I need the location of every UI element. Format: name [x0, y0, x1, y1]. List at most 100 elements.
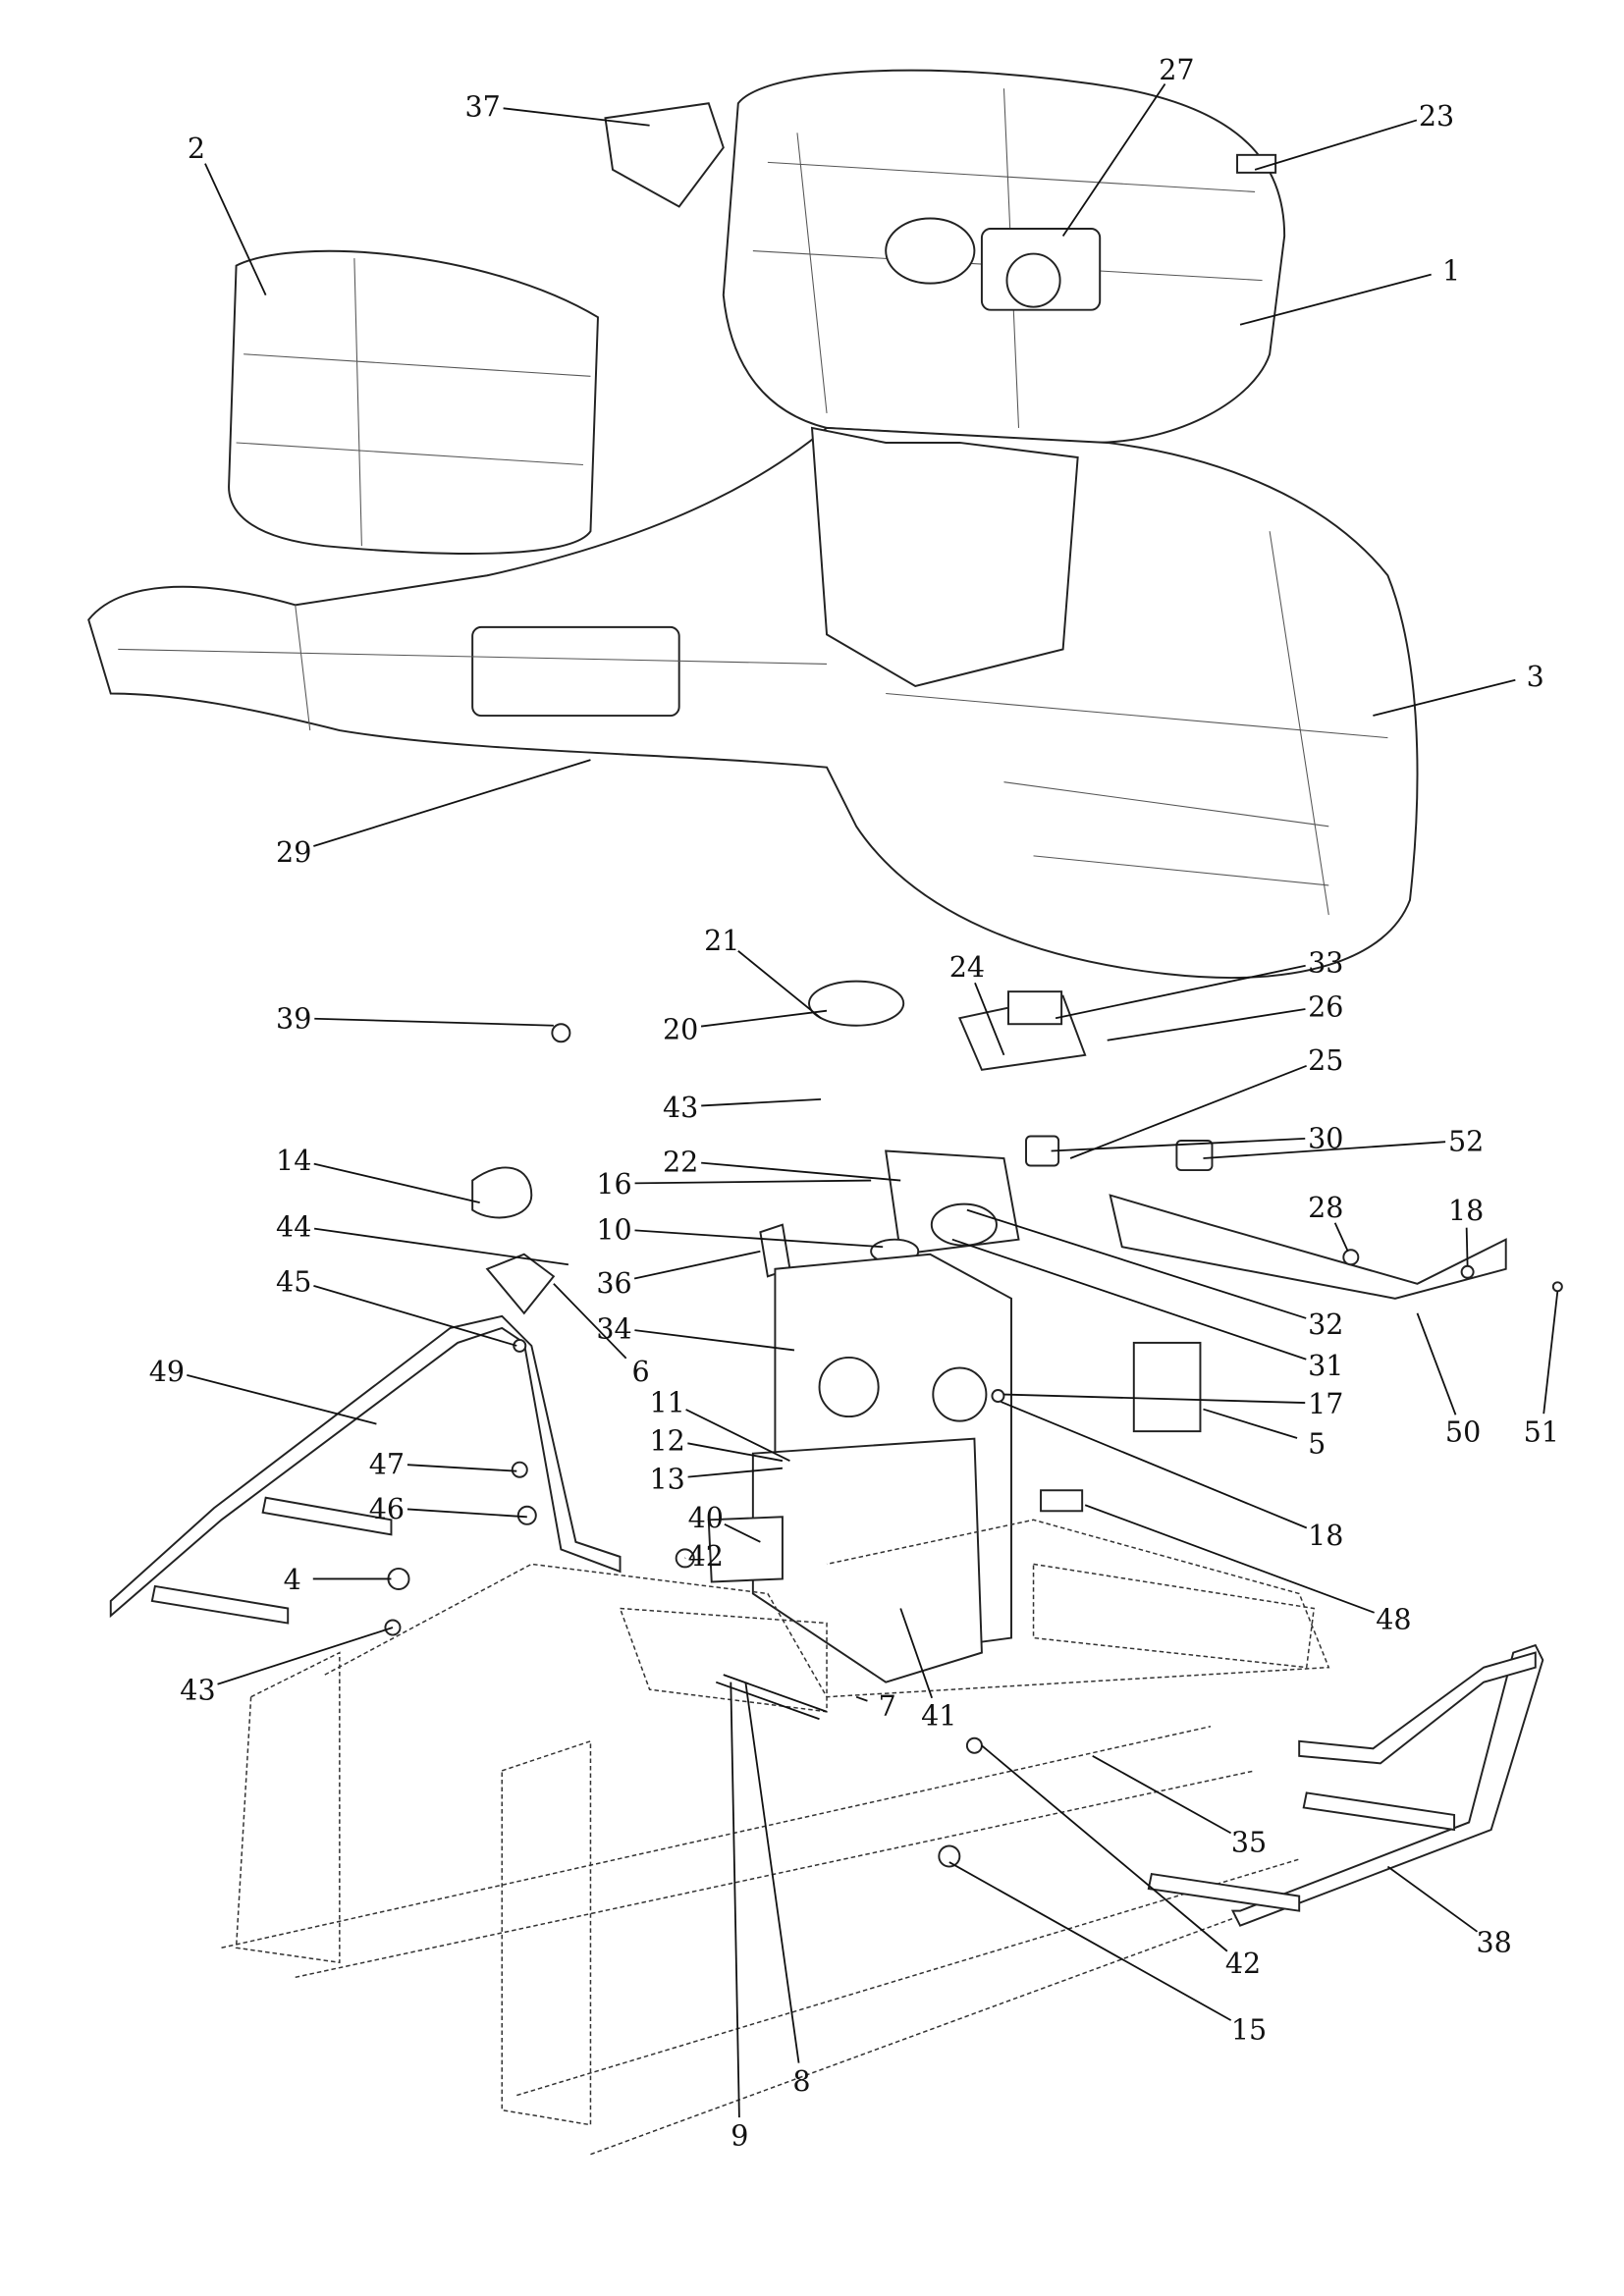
callout-45: 45	[276, 1264, 311, 1298]
part-bar-38	[1147, 1643, 1544, 1927]
leader-line	[981, 1744, 1228, 1952]
callout-39: 39	[276, 1002, 311, 1036]
callout-25: 25	[1308, 1043, 1343, 1077]
callout-46: 46	[369, 1492, 405, 1525]
callout-3: 3	[1527, 660, 1544, 693]
leader-line	[1051, 1137, 1306, 1152]
leader-line	[634, 1329, 795, 1352]
callout-8: 8	[792, 2064, 810, 2098]
callout-38: 38	[1477, 1926, 1512, 1959]
callout-44: 44	[276, 1210, 311, 1244]
leader-line	[1254, 119, 1418, 171]
callout-36: 36	[596, 1266, 631, 1300]
leader-line	[313, 1227, 569, 1266]
leader-line	[503, 107, 650, 127]
callout-1: 1	[1442, 254, 1460, 288]
callout-41: 41	[921, 1698, 956, 1732]
callout-14: 14	[276, 1144, 311, 1177]
callout-43: 43	[663, 1091, 698, 1124]
leader-line	[1333, 1222, 1349, 1253]
leader-line	[948, 1861, 1232, 2021]
leader-line	[1001, 1401, 1308, 1529]
leader-line	[314, 1017, 554, 1027]
callout-27: 27	[1159, 53, 1194, 86]
leader-line	[724, 1523, 761, 1543]
leader-line	[1465, 1227, 1469, 1266]
leader-line	[1203, 1408, 1298, 1439]
leader-line	[966, 1208, 1307, 1319]
part-control-plate-37	[604, 102, 725, 208]
callout-22: 22	[663, 1146, 698, 1179]
leader-line	[1543, 1291, 1559, 1415]
leader-line	[1107, 1008, 1306, 1041]
callout-12: 12	[649, 1424, 684, 1458]
leader-line	[1069, 1064, 1307, 1159]
part-body-pan-3	[87, 426, 1419, 979]
callout-15: 15	[1231, 2012, 1267, 2046]
leader-line	[553, 1283, 627, 1360]
callout-10: 10	[596, 1213, 631, 1247]
part-bar-49	[109, 1314, 622, 1625]
leader-line	[687, 1467, 784, 1478]
callout-13: 13	[649, 1463, 684, 1496]
callout-9: 9	[731, 2119, 748, 2153]
leader-line	[1239, 273, 1432, 326]
callout-40: 40	[688, 1501, 724, 1534]
callout-24: 24	[949, 950, 985, 984]
leader-line	[313, 1162, 480, 1203]
callout-32: 32	[1308, 1308, 1343, 1341]
leader-line	[855, 1695, 868, 1702]
callout-5: 5	[1308, 1427, 1326, 1461]
leader-line	[899, 1608, 934, 1699]
leader-line	[313, 1284, 517, 1347]
callout-17: 17	[1308, 1387, 1343, 1420]
callout-35: 35	[1231, 1826, 1267, 1859]
leader-line	[313, 759, 591, 847]
leader-line	[687, 1442, 784, 1463]
callout-29: 29	[276, 835, 311, 869]
leader-line	[744, 1682, 800, 2063]
callout-50: 50	[1445, 1415, 1481, 1449]
leader-line	[204, 163, 267, 296]
leader-line	[187, 1374, 377, 1425]
callout-23: 23	[1419, 99, 1454, 133]
callout-33: 33	[1308, 946, 1343, 980]
part-steering-center-parts	[471, 980, 1507, 1433]
leader-line	[700, 1009, 828, 1028]
leader-line	[974, 982, 1005, 1056]
part-support-frame-34	[707, 1253, 1012, 1683]
callout-34: 34	[596, 1311, 631, 1345]
callout-43: 43	[180, 1674, 215, 1707]
callout-42: 42	[1225, 1947, 1261, 1980]
callout-21: 21	[704, 924, 739, 957]
leader-line	[1203, 1141, 1446, 1159]
leader-line	[406, 1464, 517, 1472]
callout-20: 20	[663, 1012, 698, 1045]
leader-line	[633, 1250, 761, 1280]
callout-16: 16	[596, 1167, 631, 1201]
callout-18: 18	[1448, 1194, 1484, 1227]
leader-line	[1416, 1312, 1457, 1415]
leader-line	[217, 1627, 394, 1685]
leader-line	[1373, 678, 1516, 717]
callout-6: 6	[631, 1355, 649, 1388]
callout-11: 11	[649, 1386, 684, 1419]
leader-line	[1386, 1865, 1479, 1933]
leader-line	[1055, 964, 1306, 1020]
leader-line	[634, 1179, 872, 1185]
part-chassis-frame	[221, 1519, 1330, 2156]
callout-31: 31	[1308, 1349, 1343, 1382]
leader-line	[1061, 83, 1166, 238]
leader-line	[951, 1238, 1307, 1361]
part-front-panel-2	[228, 249, 599, 555]
callout-47: 47	[369, 1448, 405, 1481]
callout-49: 49	[149, 1355, 185, 1388]
leader-line	[1003, 1393, 1306, 1404]
leader-line	[1092, 1755, 1232, 1835]
callout-48: 48	[1376, 1603, 1411, 1636]
callout-42: 42	[688, 1539, 724, 1573]
callout-2: 2	[188, 132, 205, 165]
callout-28: 28	[1308, 1191, 1343, 1224]
